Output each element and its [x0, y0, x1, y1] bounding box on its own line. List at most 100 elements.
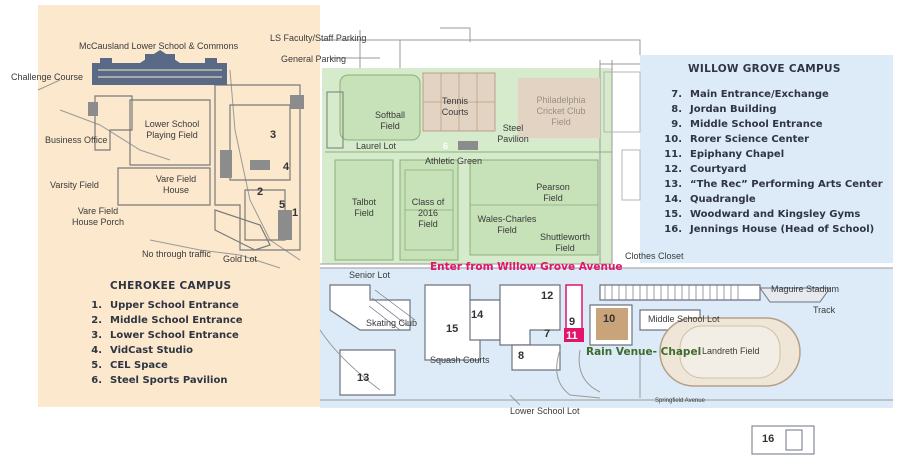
- general-parking-label: General Parking: [281, 54, 347, 64]
- legend-label: Middle School Entrance: [110, 315, 243, 326]
- class-2016-field-label: Class of 2016 Field: [411, 197, 445, 229]
- legend-number: 14.: [664, 194, 682, 205]
- lower-school-field-label: Lower School Playing Field: [144, 119, 200, 140]
- marker-13: 13: [357, 372, 370, 384]
- legend-item: 7.Main Entrance/Exchange: [660, 87, 883, 102]
- legend-number: 6.: [91, 375, 102, 386]
- marker-5: 5: [279, 199, 286, 211]
- legend-number: 1.: [91, 300, 102, 311]
- legend-item: 11. Epiphany Chapel: [660, 147, 883, 162]
- marker-10: 10: [603, 313, 616, 325]
- legend-number: 3.: [91, 330, 102, 341]
- legend-label: Quadrangle: [690, 194, 756, 205]
- legend-label: Jordan Building: [690, 104, 777, 115]
- marker-6: 6: [443, 141, 449, 151]
- senior-lot-label: Senior Lot: [349, 270, 391, 280]
- shuttleworth-field-label: Shuttleworth Field: [539, 232, 591, 253]
- enter-willow-grove-callout: Enter from Willow Grove Avenue: [430, 261, 623, 273]
- steel-pavilion-label: Steel Pavilion: [497, 123, 529, 144]
- legend-label: Steel Sports Pavilion: [110, 375, 228, 386]
- willow-grove-legend: WILLOW GROVE CAMPUS 7.Main Entrance/Exch…: [660, 63, 883, 237]
- marker-7: 7: [544, 328, 551, 340]
- track-label: Track: [813, 305, 836, 315]
- legend-item: 9. Middle School Entrance: [660, 117, 883, 132]
- tennis-court-lines: [423, 73, 495, 131]
- skating-club-label: Skating Club: [366, 318, 418, 328]
- legend-number: 5.: [91, 360, 102, 371]
- cherokee-legend-title: CHEROKEE CAMPUS: [110, 280, 232, 292]
- challenge-course-label: Challenge Course: [11, 72, 84, 82]
- cherokee-legend-list: 1.Upper School Entrance 2. Middle School …: [80, 298, 243, 388]
- mccausland-building-illustration: [92, 50, 227, 85]
- field-lines: [404, 169, 598, 251]
- lower-roads: [319, 329, 641, 399]
- legend-label: Jennings House (Head of School): [690, 224, 875, 235]
- legend-number: 7.: [671, 89, 682, 100]
- legend-item: 6. Steel Sports Pavilion: [80, 373, 243, 388]
- legend-item: 15. Woodward and Kingsley Gyms: [660, 207, 883, 222]
- marker-11: 11: [566, 330, 578, 342]
- legend-item: 2. Middle School Entrance: [80, 313, 243, 328]
- athletic-green-label: Athletic Green: [425, 156, 483, 166]
- ls-faculty-parking-label: LS Faculty/Staff Parking: [270, 33, 367, 43]
- legend-label: Lower School Entrance: [110, 330, 239, 341]
- legend-item: 3. Lower School Entrance: [80, 328, 243, 343]
- legend-label: Woodward and Kingsley Gyms: [690, 209, 861, 220]
- legend-number: 15.: [664, 209, 682, 220]
- legend-label: Epiphany Chapel: [690, 149, 785, 160]
- legend-item: 8. Jordan Building: [660, 102, 883, 117]
- willow-grove-campus-zone: [640, 55, 893, 263]
- parking-stripes: [368, 285, 739, 331]
- landreth-field-label: Landreth Field: [702, 346, 760, 356]
- cricket-club-field-label: Philadelphia Cricket Club Field: [536, 95, 586, 127]
- legend-number: 8.: [671, 104, 682, 115]
- epiphany-chapel-highlight: [564, 328, 584, 342]
- springfield-avenue-label: Springfield Avenue: [655, 398, 705, 404]
- legend-item: 12.Courtyard: [660, 162, 883, 177]
- marker-15: 15: [446, 323, 459, 335]
- vare-porch-label: Vare Field House Porch: [71, 206, 125, 227]
- legend-item: 1.Upper School Entrance: [80, 298, 243, 313]
- legend-label: Rorer Science Center: [690, 134, 810, 145]
- legend-label: Middle School Entrance: [690, 119, 823, 130]
- legend-number: 10.: [664, 134, 682, 145]
- legend-number: 11.: [664, 149, 682, 160]
- legend-label: CEL Space: [110, 360, 168, 371]
- legend-item: 10. Rorer Science Center: [660, 132, 883, 147]
- laurel-lot-building: [326, 91, 344, 149]
- middle-school-lot-label: Middle School Lot: [648, 314, 720, 324]
- mccausland-windows: [98, 69, 222, 78]
- roads: [37, 27, 893, 406]
- talbot-field-label: Talbot Field: [351, 197, 377, 218]
- clothes-closet-label: Clothes Closet: [625, 251, 684, 261]
- cherokee-building-fill: [88, 95, 304, 240]
- legend-number: 9.: [671, 119, 682, 130]
- willow-legend-title: WILLOW GROVE CAMPUS: [688, 63, 841, 75]
- legend-number: 2.: [91, 315, 102, 326]
- softball-field-label: Softball Field: [374, 110, 406, 131]
- marker-9: 9: [569, 316, 576, 328]
- marker-16: 16: [762, 433, 775, 445]
- landreth-field-surface: [679, 325, 781, 379]
- varsity-field-label: Varsity Field: [50, 180, 99, 190]
- legend-label: “The Rec” Performing Arts Center: [690, 179, 883, 190]
- marker-2: 2: [257, 186, 264, 198]
- legend-item: 4.VidCast Studio: [80, 343, 243, 358]
- legend-item: 13. “The Rec” Performing Arts Center: [660, 177, 883, 192]
- legend-label: Courtyard: [690, 164, 747, 175]
- willow-top-buildings: [603, 71, 641, 201]
- tennis-courts-label: Tennis Courts: [441, 96, 469, 117]
- cricket-club-field: [518, 78, 600, 138]
- marker-4: 4: [283, 161, 290, 173]
- legend-item: 5. CEL Space: [80, 358, 243, 373]
- gold-lot-label: Gold Lot: [223, 254, 258, 264]
- legend-number: 13.: [664, 179, 682, 190]
- marker-14: 14: [471, 309, 484, 321]
- squash-courts-label: Squash Courts: [430, 355, 490, 365]
- willow-legend-list: 7.Main Entrance/Exchange 8. Jordan Buildi…: [660, 87, 883, 237]
- legend-item: 14. Quadrangle: [660, 192, 883, 207]
- legend-number: 4.: [91, 345, 102, 356]
- laurel-lot-label: Laurel Lot: [356, 141, 397, 151]
